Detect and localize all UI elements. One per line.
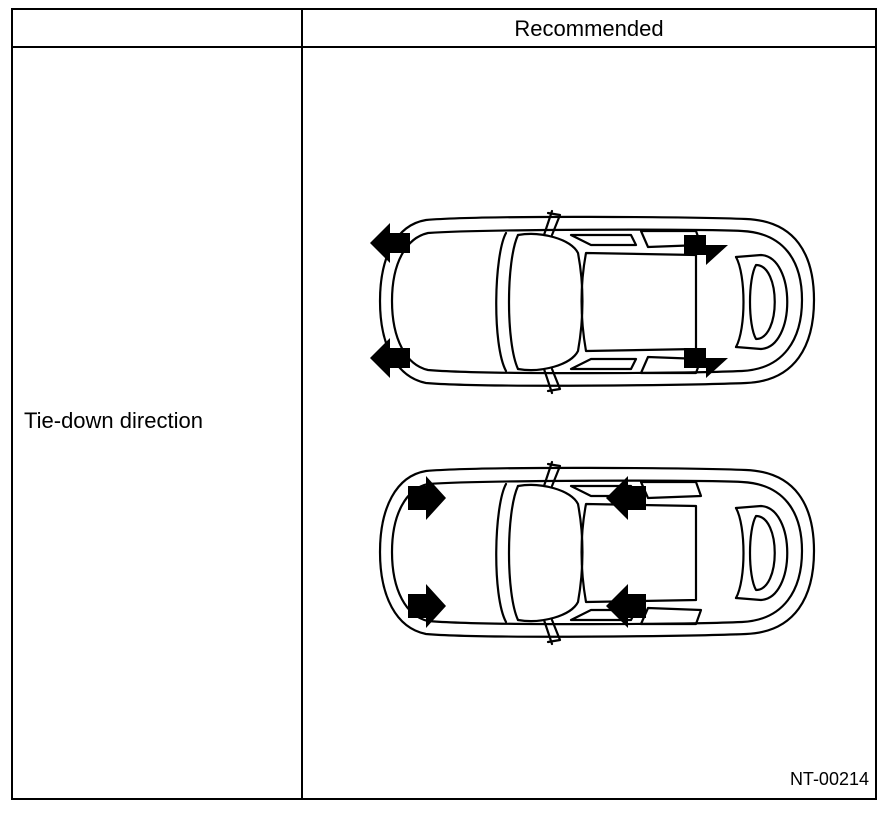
arrow-rear-right-icon: [684, 348, 728, 378]
tie-down-arrows: [408, 476, 646, 628]
column-divider: [301, 10, 303, 798]
header-divider: [13, 46, 875, 48]
column-header-recommended: Recommended: [514, 16, 664, 41]
arrow-front-left-icon: [408, 476, 446, 520]
arrow-rear-left-icon: [606, 476, 646, 520]
row-label-tie-down-direction: Tie-down direction: [24, 408, 203, 433]
arrow-front-right-icon: [370, 338, 410, 378]
tie-down-table: Recommended Tie-down direction NT-00214: [11, 8, 877, 800]
arrow-front-right-icon: [408, 584, 446, 628]
car-outline: [378, 209, 816, 395]
tie-down-arrows: [370, 223, 728, 378]
arrow-rear-left-icon: [684, 235, 728, 265]
figure-code: NT-00214: [789, 769, 869, 789]
arrow-front-left-icon: [370, 223, 410, 263]
arrow-rear-right-icon: [606, 584, 646, 628]
car-diagram-inward-arrows: [366, 456, 816, 651]
car-diagram-outward-arrows: [366, 205, 816, 400]
car-outline: [378, 460, 816, 646]
